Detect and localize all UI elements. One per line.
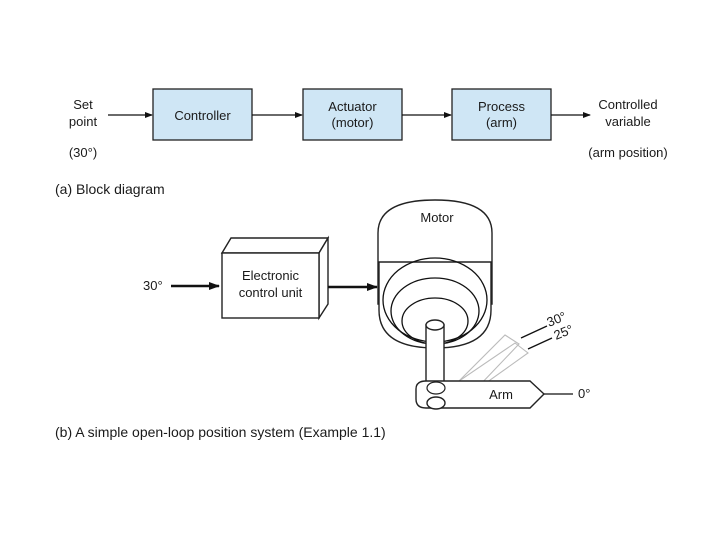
process-label-line1: Process bbox=[478, 99, 525, 114]
electronic-control-unit: Electronic control unit bbox=[220, 235, 330, 321]
indicator-30 bbox=[520, 325, 548, 339]
arm-label: Arm bbox=[489, 387, 513, 402]
setpoint-label-line2: point bbox=[69, 114, 98, 129]
caption-a: (a) Block diagram bbox=[55, 181, 165, 197]
position-system: 30° Electronic control unit Motor bbox=[55, 199, 590, 440]
controller-label: Controller bbox=[174, 108, 231, 123]
indicator-25 bbox=[527, 337, 553, 350]
actuator-label-line2: (motor) bbox=[332, 115, 374, 130]
motor: Motor bbox=[377, 199, 493, 349]
block-diagram: Set point (30°) Controller Actuator (mot… bbox=[55, 88, 668, 197]
ecu-label-line1: Electronic bbox=[242, 268, 300, 283]
actuator-label-line1: Actuator bbox=[328, 99, 377, 114]
angle-30-label: 30° bbox=[545, 309, 569, 330]
angle-0-label: 0° bbox=[578, 386, 590, 401]
motor-label: Motor bbox=[420, 210, 454, 225]
ecu-label-line2: control unit bbox=[239, 285, 303, 300]
process-label-line2: (arm) bbox=[486, 115, 517, 130]
output-label-line1: Controlled bbox=[598, 97, 657, 112]
setpoint-value: (30°) bbox=[69, 145, 97, 160]
arm: Arm bbox=[415, 380, 546, 410]
setpoint-label-line1: Set bbox=[73, 97, 93, 112]
input-angle-label: 30° bbox=[143, 278, 163, 293]
angle-25-label: 25° bbox=[552, 322, 576, 343]
process-block bbox=[451, 88, 552, 141]
output-value: (arm position) bbox=[588, 145, 667, 160]
output-label-line2: variable bbox=[605, 114, 651, 129]
caption-b: (b) A simple open-loop position system (… bbox=[55, 424, 386, 440]
actuator-block bbox=[302, 88, 403, 141]
